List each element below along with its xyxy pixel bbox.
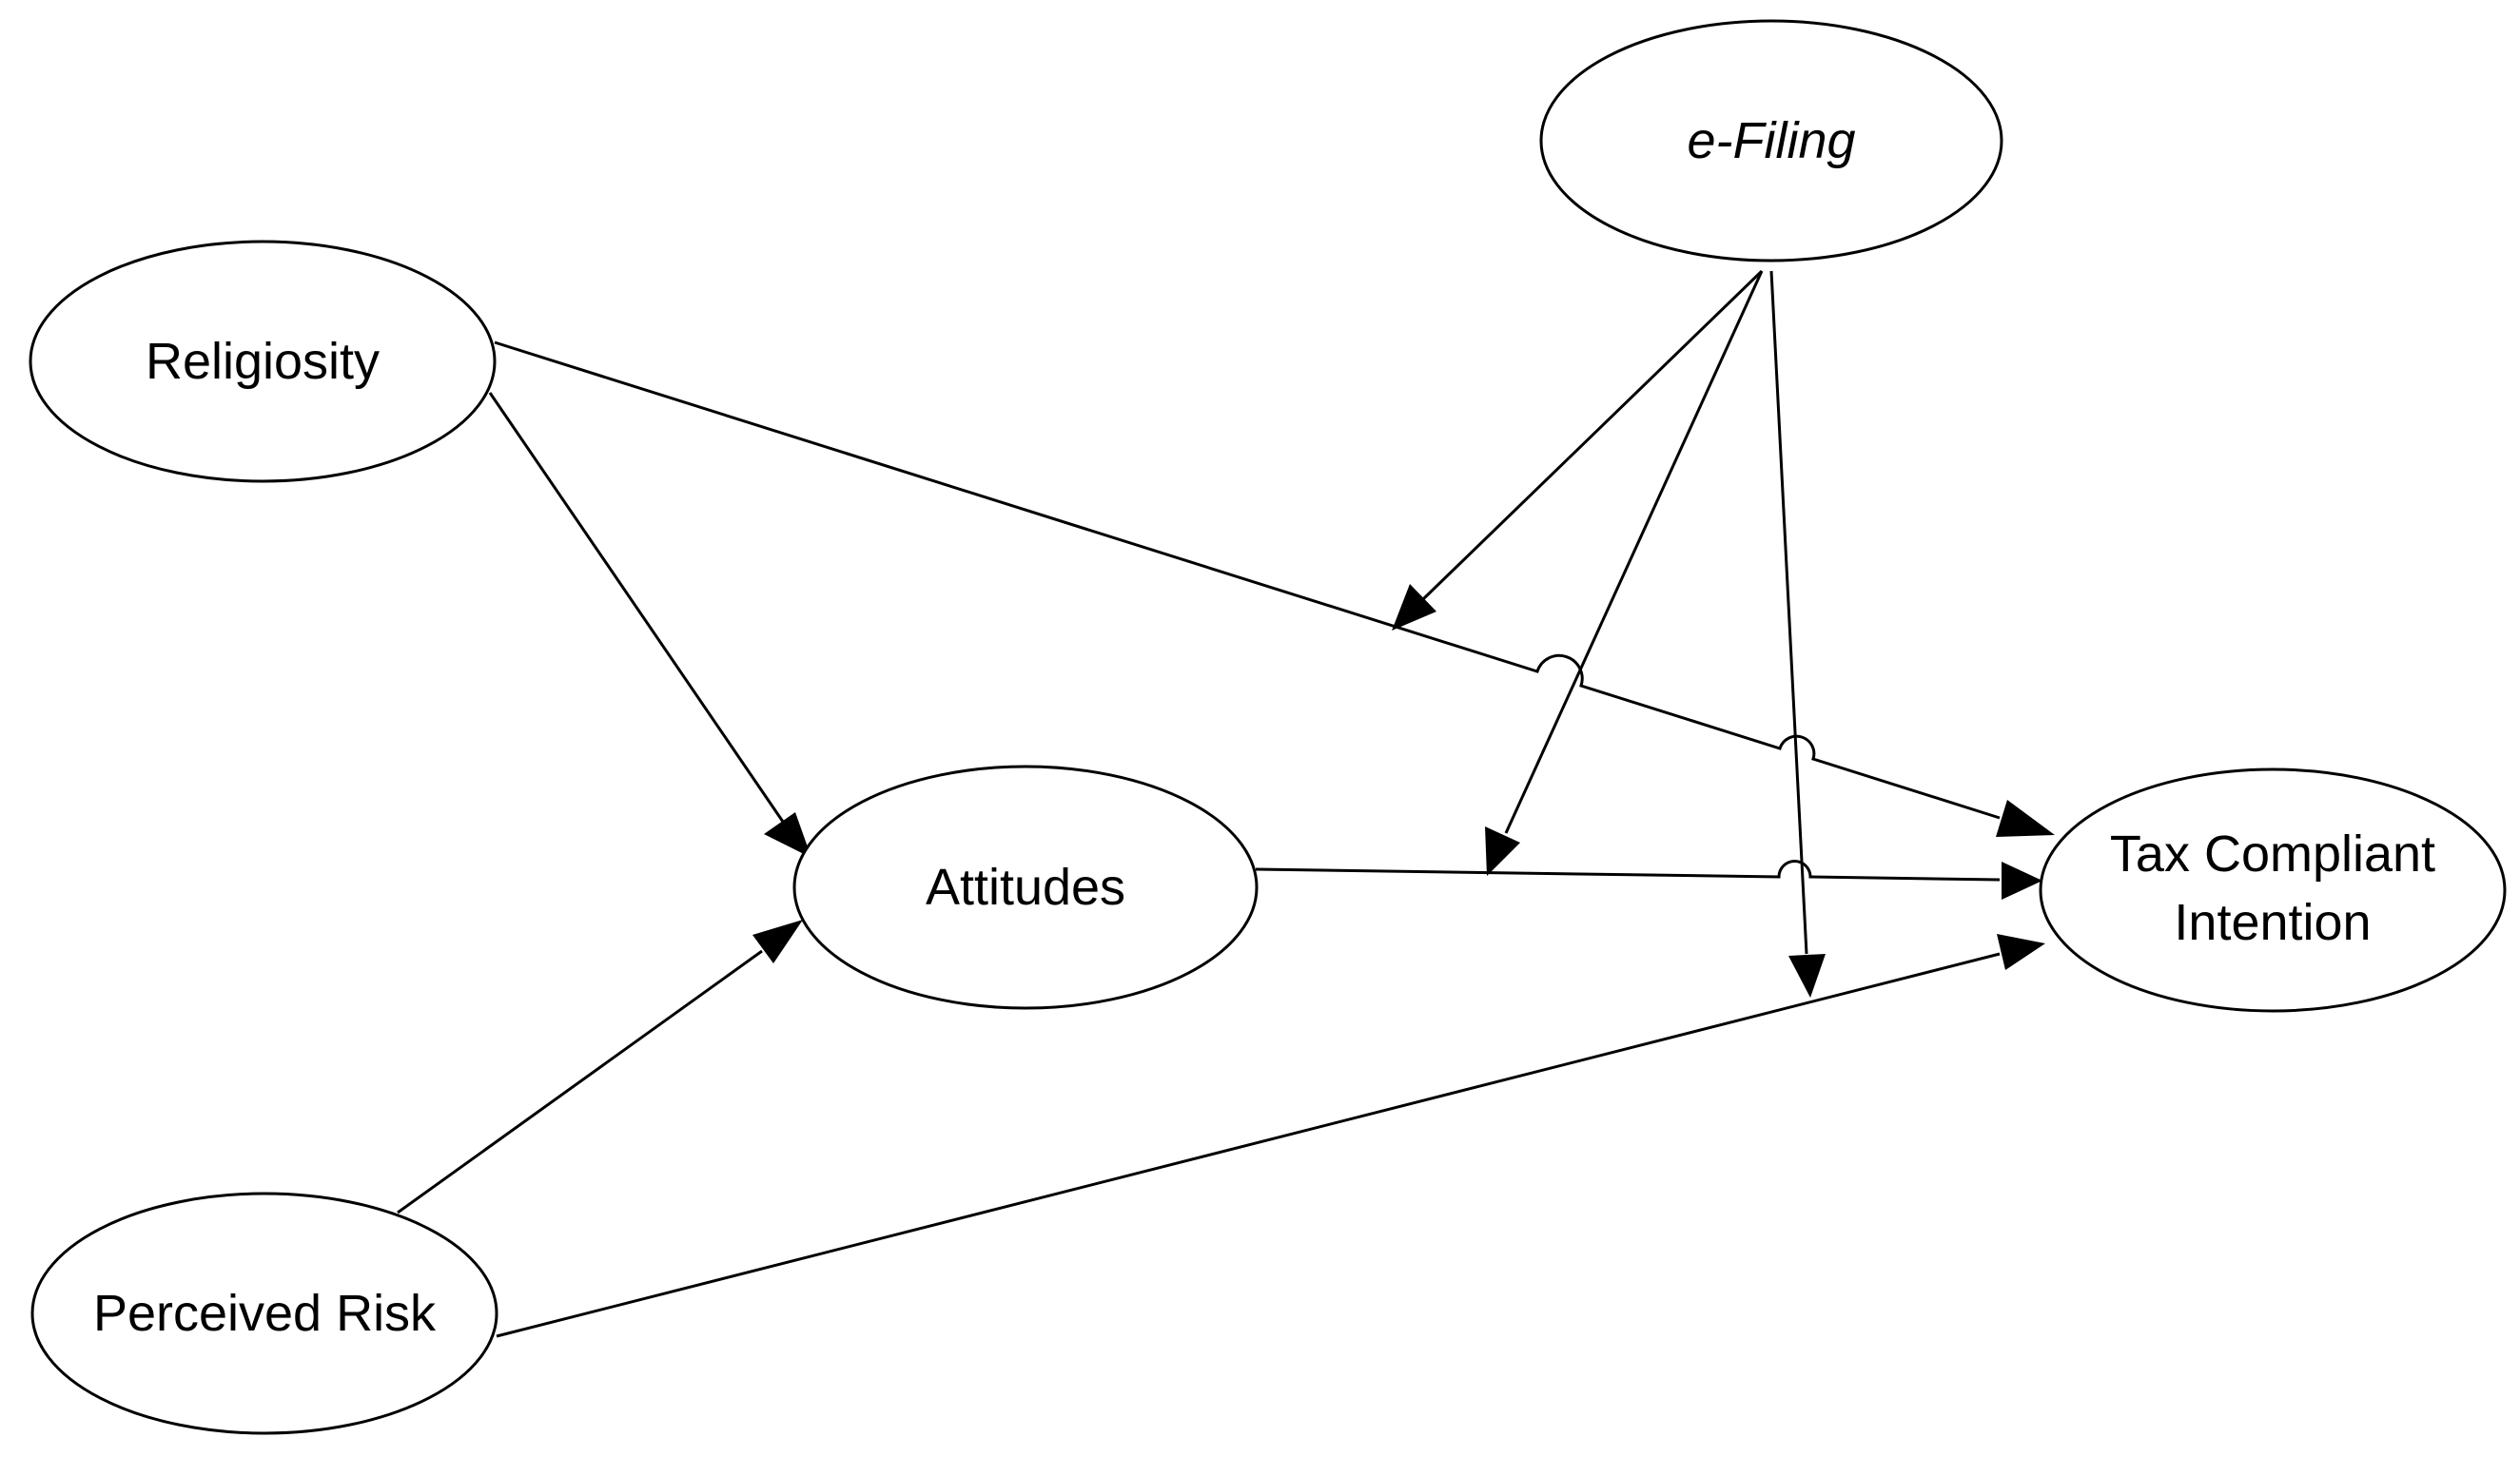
node-efiling-shape xyxy=(1539,19,2003,262)
arrowhead-tci-from-attitudes xyxy=(2002,862,2042,900)
node-tax-compliant-intention-label-line2: Intention xyxy=(2174,894,2371,951)
node-perceived-risk-shape xyxy=(30,1192,498,1435)
node-religiosity-shape xyxy=(29,240,497,483)
node-perceived-risk: Perceived Risk xyxy=(30,1192,498,1435)
edge-religiosity-attitudes xyxy=(488,392,785,823)
node-tax-compliant-intention-label-line1: Tax Compliant xyxy=(2110,826,2435,883)
arrowhead-moderation-perceived-risk-path xyxy=(1788,954,1826,998)
edge-attitudes-tax-compliant-intention xyxy=(1255,860,2001,882)
arrowhead-tci-from-religiosity xyxy=(1996,800,2055,837)
edge-religiosity-tax-compliant-intention xyxy=(494,340,2001,820)
node-perceived-risk-label: Perceived Risk xyxy=(93,1285,437,1342)
arrowhead-attitudes-from-perceived-risk xyxy=(752,920,803,963)
edge-efiling-moderates-attitudes-path xyxy=(1504,270,1764,834)
arrowhead-tci-from-perceived-risk xyxy=(1997,934,2045,970)
node-efiling-label: e-Filing xyxy=(1687,112,1855,169)
node-religiosity: Religiosity xyxy=(29,240,497,483)
arrowhead-moderation-religiosity-path xyxy=(1392,584,1436,631)
arrowhead-moderation-attitudes-path xyxy=(1485,826,1520,876)
node-attitudes-label: Attitudes xyxy=(926,859,1125,916)
arrowhead-attitudes-from-religiosity xyxy=(764,812,811,858)
node-tax-compliant-intention: Tax Compliant Intention xyxy=(2039,767,2507,1013)
edge-efiling-moderates-religiosity-path xyxy=(1421,269,1764,601)
node-religiosity-label: Religiosity xyxy=(146,333,380,390)
edge-perceived-risk-tax-compliant-intention xyxy=(496,952,2001,1338)
edge-efiling-moderates-perceived-risk-path xyxy=(1769,270,1808,955)
node-attitudes-shape xyxy=(792,765,1259,1010)
node-efiling: e-Filing xyxy=(1539,19,2003,262)
edge-perceived-risk-attitudes xyxy=(397,949,763,1214)
node-tax-compliant-intention-shape xyxy=(2039,767,2507,1013)
node-attitudes: Attitudes xyxy=(792,765,1259,1010)
